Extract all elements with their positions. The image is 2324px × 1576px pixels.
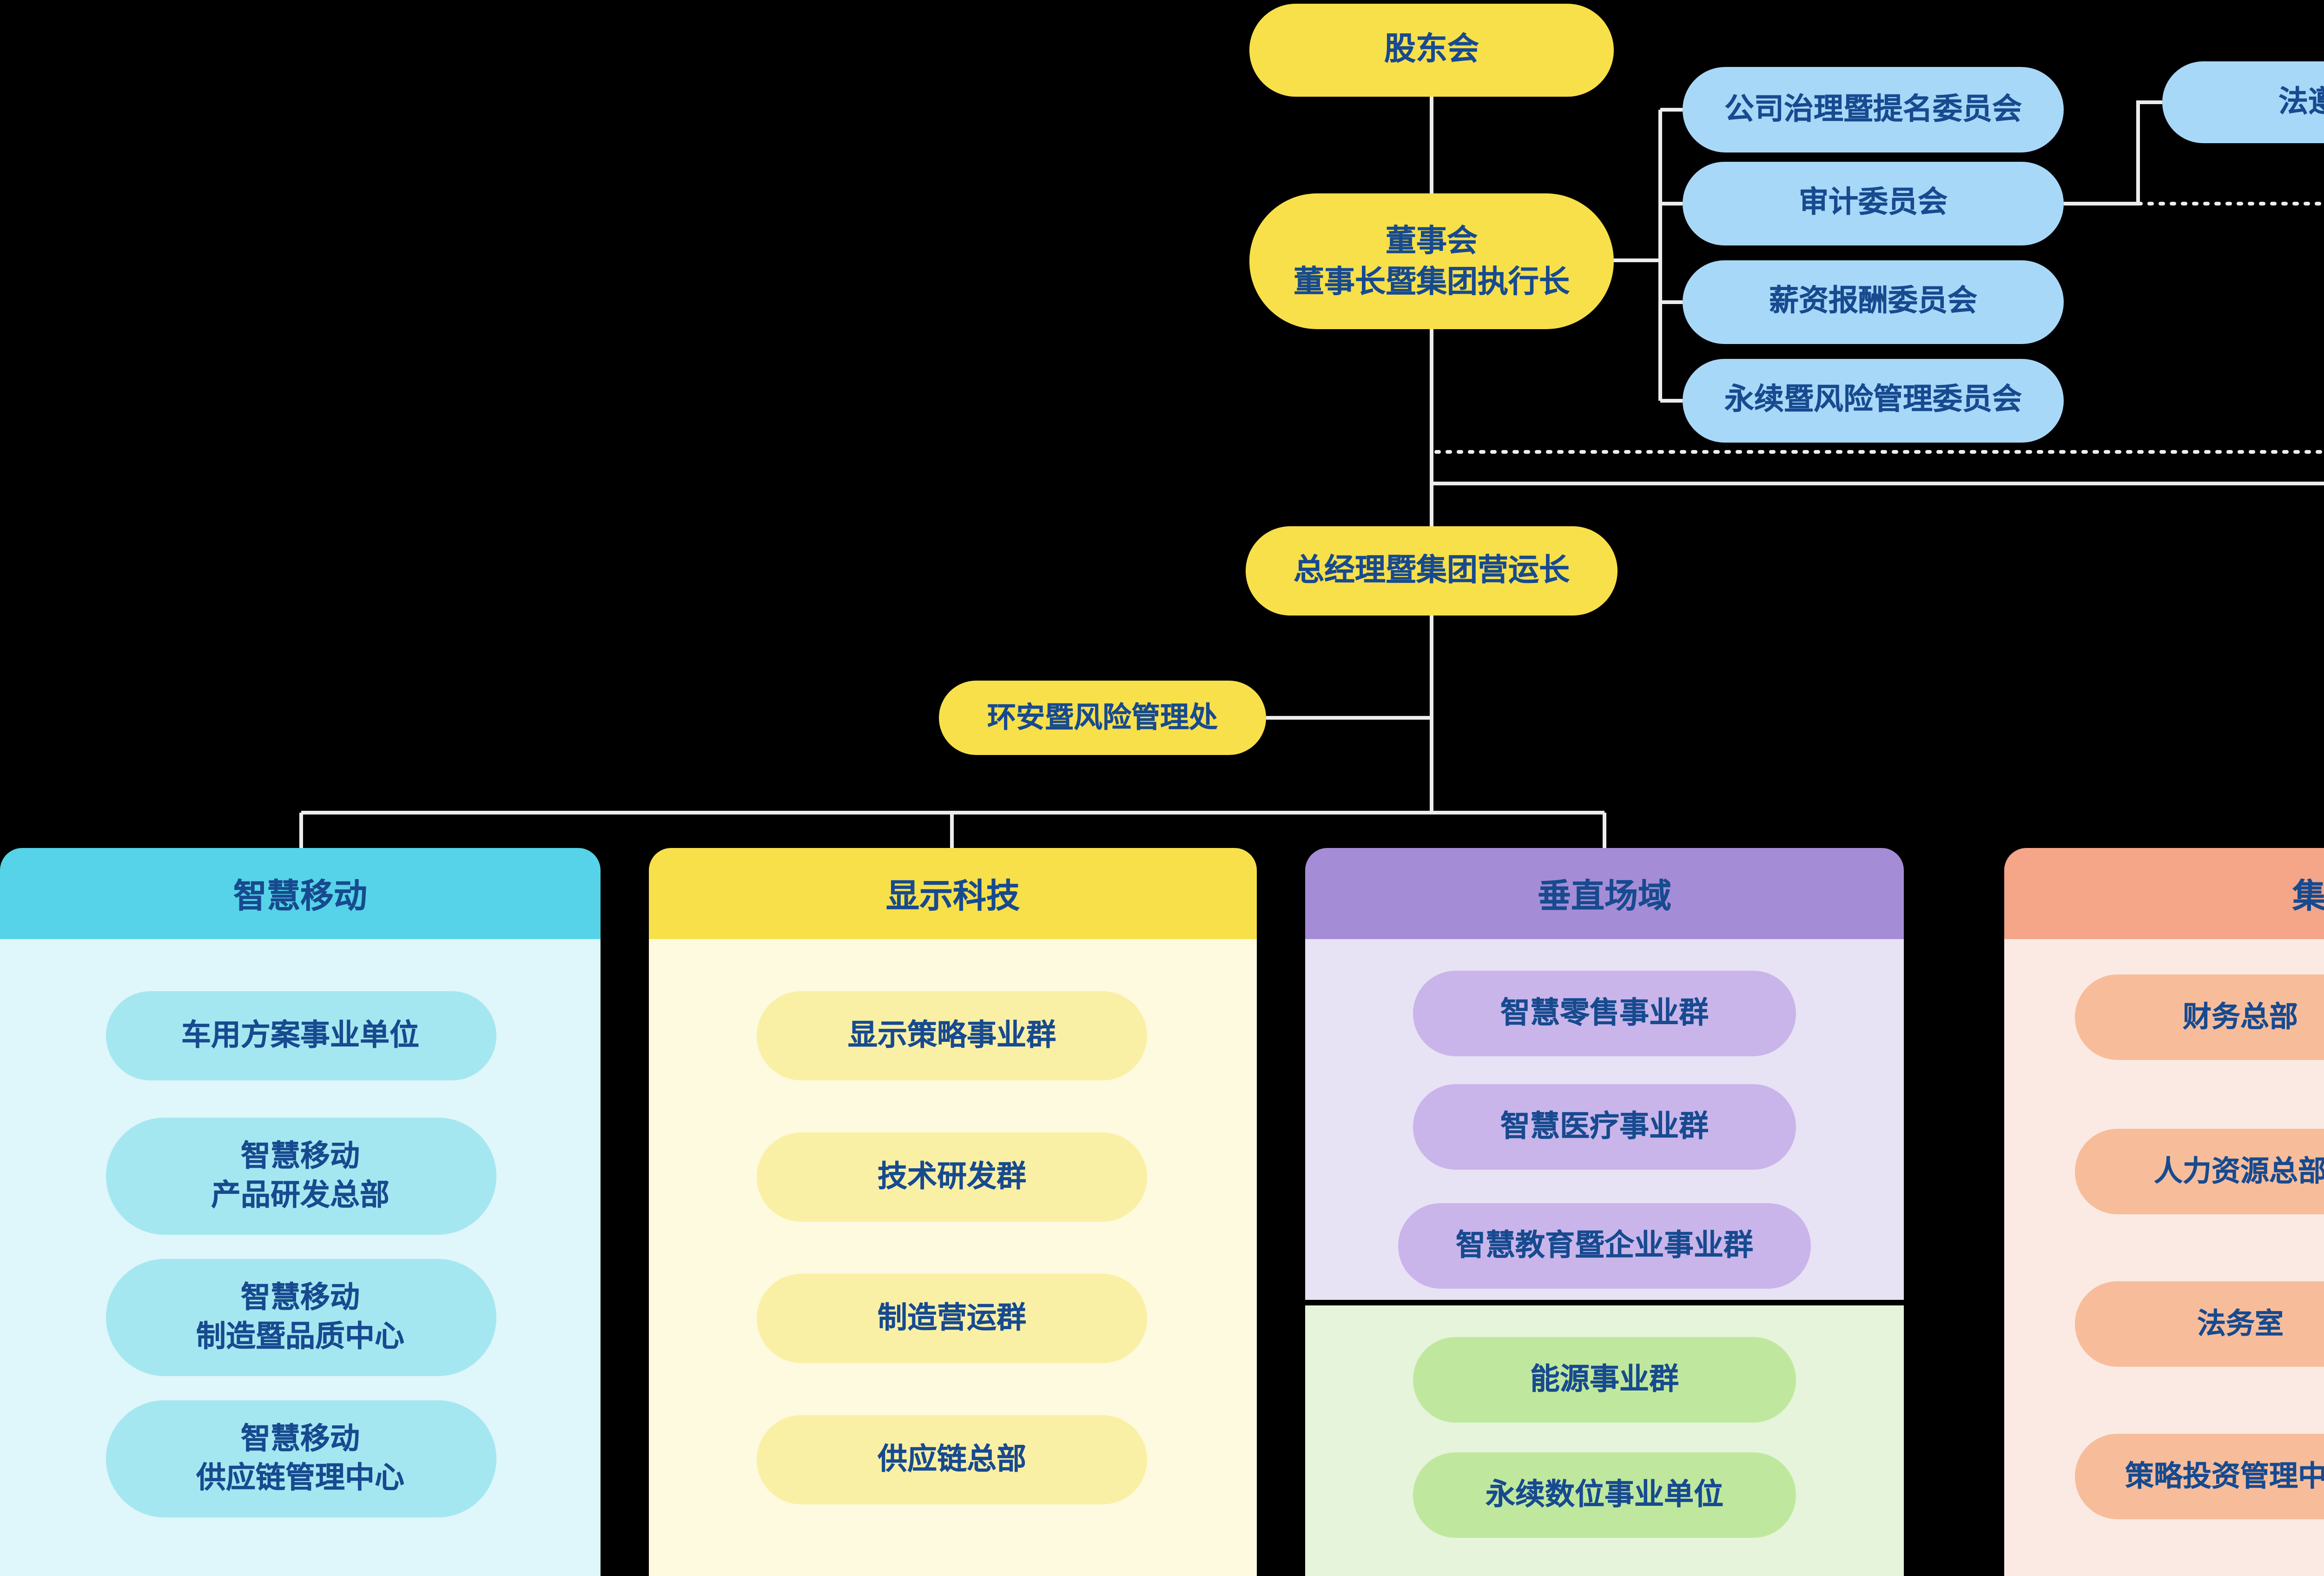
- connector-audit-compliance: [2064, 100, 2162, 205]
- node-smart-education-enterprise-bg: 智慧教育暨企业事业群: [1398, 1203, 1811, 1289]
- node-shareholders: 股东会: [1249, 4, 1614, 97]
- node-energy-bg: 能源事业群: [1413, 1337, 1796, 1423]
- node-president-coo: 总经理暨集团营运长: [1246, 526, 1618, 616]
- node-automotive-solutions-bu: 车用方案事业单位: [105, 991, 495, 1080]
- connector-board-support-division: [1432, 482, 2324, 485]
- node-display-strategy-bg: 显示策略事业群: [757, 991, 1147, 1080]
- connector-compliance-dotted: [1430, 450, 2324, 454]
- node-committee-governance-nomination: 公司治理暨提名委员会: [1683, 67, 2064, 152]
- node-technology-rd-group: 技术研发群: [757, 1132, 1147, 1222]
- node-sustainable-digital-bu: 永续数位事业单位: [1413, 1452, 1796, 1538]
- node-sm-product-rd-hq: 智慧移动 产品研发总部: [105, 1118, 495, 1235]
- node-committee-audit: 审计委员会: [1683, 162, 2064, 245]
- node-smart-medical-bg: 智慧医疗事业群: [1413, 1084, 1796, 1170]
- node-supply-chain-hq: 供应链总部: [757, 1415, 1147, 1504]
- node-board-chairman-ceo: 董事会 董事长暨集团执行长: [1249, 193, 1614, 329]
- node-manufacturing-operations-group: 制造营运群: [757, 1274, 1147, 1363]
- connector-president-divisions: [299, 616, 1606, 848]
- node-ehs-risk-office: 环安暨风险管理处: [939, 681, 1266, 755]
- node-strategic-investment-center: 策略投资管理中心: [2075, 1434, 2324, 1519]
- connector-board-committees: [1614, 108, 1683, 403]
- division-vertical-domains-header: 垂直场域: [1305, 848, 1904, 939]
- node-committee-compensation: 薪资报酬委员会: [1683, 260, 2064, 344]
- node-chief-compliance-counsel: 法遵总顾问: [2162, 61, 2324, 143]
- node-smart-retail-bg: 智慧零售事业群: [1413, 971, 1796, 1056]
- node-finance-hq: 财务总部: [2075, 974, 2324, 1060]
- division-smart-mobility-header: 智慧移动: [0, 848, 601, 939]
- division-support-units-header: 集团营运支援单位: [2004, 848, 2324, 939]
- node-hr-hq: 人力资源总部: [2075, 1129, 2324, 1214]
- node-legal-office: 法务室: [2075, 1281, 2324, 1367]
- node-committee-sustainability-risk: 永续暨风险管理委员会: [1683, 359, 2064, 443]
- node-sm-manufacturing-quality-center: 智慧移动 制造暨品质中心: [105, 1259, 495, 1376]
- division-display-tech-header: 显示科技: [649, 848, 1257, 939]
- node-sm-supply-chain-center: 智慧移动 供应链管理中心: [105, 1400, 495, 1517]
